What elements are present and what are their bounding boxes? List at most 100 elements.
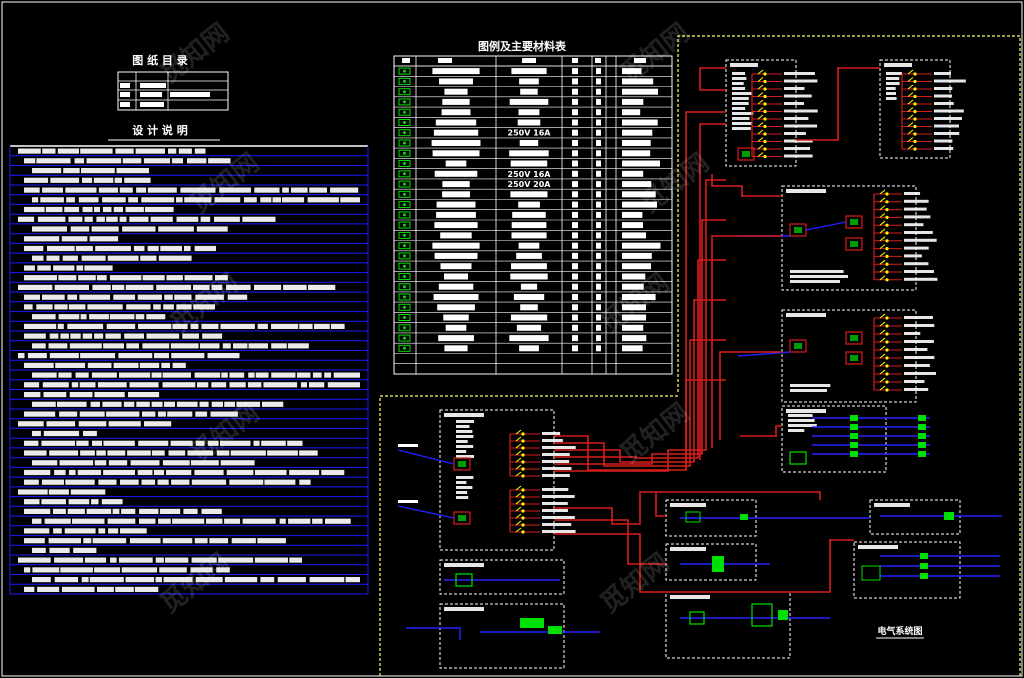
distribution-panel: [781, 405, 887, 473]
breaker-icon: [907, 114, 914, 120]
design-notes-title: 设 计 说 明: [132, 123, 188, 137]
legend-symbol-icon: [398, 283, 411, 291]
feeder-cable: [554, 533, 854, 593]
materials-table-row: [398, 262, 651, 270]
breaker-icon: [515, 513, 522, 519]
legend-symbol-icon: [398, 211, 411, 219]
breaker-icon: [879, 377, 886, 383]
distribution-panel: [869, 499, 961, 535]
feeder-cable: [554, 519, 666, 565]
material-spec: 250V 20A: [508, 180, 552, 189]
materials-table-row: [398, 149, 651, 157]
feeder-cable: [805, 221, 847, 231]
distribution-panel: [853, 541, 961, 599]
materials-table-row: [398, 303, 646, 311]
legend-symbol-icon: [398, 201, 411, 209]
legend-symbol-icon: [398, 108, 411, 116]
watermark: 觅知网觅知网觅知网觅知网觅知网觅知网觅知网觅知网觅知网觅知网: [155, 18, 715, 620]
distribution-panel: [665, 543, 757, 581]
legend-symbol-icon: [398, 119, 411, 126]
legend-symbol-icon: [398, 67, 411, 75]
breaker-icon: [757, 152, 764, 157]
materials-table-row: [398, 334, 647, 342]
feeder-cable: [796, 67, 880, 141]
distribution-panel: [439, 409, 555, 551]
breaker-icon: [879, 189, 886, 195]
materials-table-row: [398, 98, 644, 106]
electrical-system-diagram: [397, 59, 1002, 669]
breaker-icon: [879, 369, 886, 375]
breaker-icon: [757, 114, 764, 120]
distribution-panel: [781, 309, 917, 403]
breaker-icon: [515, 464, 522, 470]
materials-table-row: [398, 293, 656, 301]
breaker-icon: [879, 244, 886, 249]
breaker-icon: [757, 69, 764, 75]
breaker-icon: [515, 457, 522, 463]
legend-symbol-icon: [398, 149, 411, 157]
materials-table-row: [398, 242, 661, 250]
breaker-icon: [907, 92, 914, 97]
material-spec: 250V 16A: [508, 170, 552, 179]
materials-table-row: [398, 67, 642, 75]
materials-table-row: [398, 314, 647, 321]
materials-table-row: [398, 201, 657, 209]
legend-symbol-icon: [398, 88, 411, 96]
materials-table-row: [398, 211, 643, 219]
feeder-cable: [719, 351, 782, 440]
materials-table-row: [398, 108, 641, 116]
drawing-index-title: 图 纸 目 录: [132, 53, 188, 67]
watermark-text: 觅知网: [595, 548, 675, 620]
breaker-icon: [907, 144, 914, 150]
legend-symbol-icon: [398, 252, 411, 260]
breaker-icon: [757, 122, 764, 127]
system-title: 电气系统图: [877, 625, 922, 637]
legend-symbol-icon: [398, 262, 411, 270]
breaker-icon: [757, 129, 764, 135]
legend-symbol-icon: [398, 334, 411, 342]
breaker-icon: [879, 267, 886, 273]
materials-table-row: [398, 344, 643, 352]
materials-table-row: [398, 221, 643, 229]
breaker-icon: [879, 228, 886, 234]
feeder-cable: [406, 627, 461, 640]
legend-symbol-icon: [398, 273, 411, 280]
breaker-icon: [879, 321, 886, 327]
materials-table-row: [398, 190, 656, 198]
legend-symbol-icon: [398, 324, 411, 332]
breaker-icon: [757, 137, 764, 142]
breaker-icon: [879, 259, 886, 265]
breaker-icon: [515, 506, 522, 512]
breaker-icon: [515, 443, 522, 449]
breaker-icon: [757, 107, 764, 112]
materials-table-row: [398, 283, 644, 291]
legend-symbol-icon: [398, 293, 411, 301]
breaker-icon: [879, 213, 886, 218]
breaker-icon: [879, 345, 886, 351]
legend-symbol-icon: [398, 190, 411, 198]
breaker-icon: [515, 520, 522, 526]
breaker-icon: [879, 385, 886, 391]
legend-symbol-icon: [398, 314, 411, 321]
legend-symbol-icon: [398, 303, 411, 311]
breaker-icon: [907, 107, 914, 112]
distribution-panel: [781, 185, 917, 291]
feeder-cable: [554, 379, 726, 471]
feeder-cable: [711, 174, 782, 197]
breaker-icon: [757, 92, 764, 97]
materials-table-title: 图例及主要材料表: [478, 39, 567, 53]
breaker-icon: [907, 122, 914, 127]
materials-table-row: [398, 139, 651, 147]
legend-symbol-icon: [398, 139, 411, 147]
feeder-cable: [685, 111, 726, 470]
breaker-icon: [515, 485, 522, 491]
materials-table-row: [398, 324, 644, 332]
legend-symbol-icon: [398, 242, 411, 250]
materials-table-row: [398, 252, 652, 260]
feeder-cable: [554, 179, 726, 472]
breaker-icon: [879, 329, 886, 335]
breaker-icon: [515, 492, 522, 498]
breaker-icon: [907, 99, 914, 105]
materials-table-row: [398, 119, 658, 126]
